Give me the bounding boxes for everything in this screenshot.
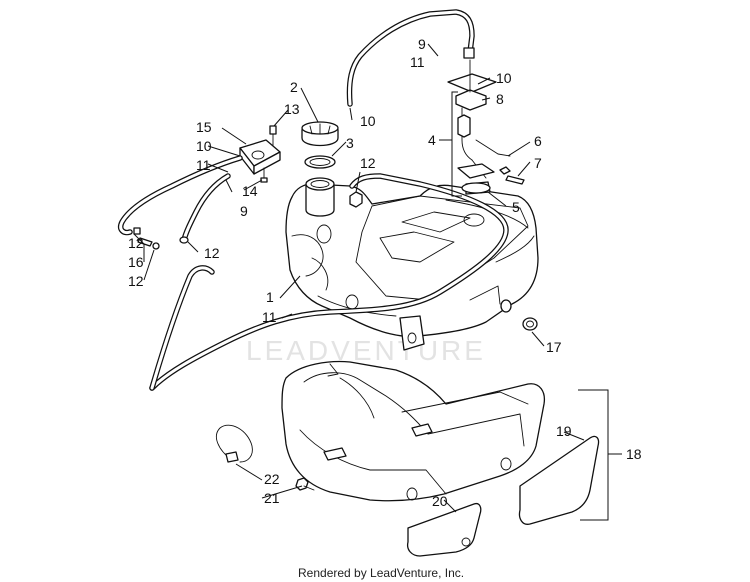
leader-lines	[133, 43, 622, 521]
watermark-text: LEADVENTURE	[246, 335, 486, 366]
callout-10-top: 10	[496, 70, 512, 86]
callout-6: 6	[534, 133, 542, 149]
tank-shield	[281, 360, 546, 502]
callout-11-bottom: 11	[262, 309, 277, 325]
callout-11-left: 11	[196, 157, 211, 173]
callout-17: 17	[546, 339, 562, 355]
callout-12-bottom: 12	[128, 273, 144, 289]
callout-20: 20	[432, 493, 448, 509]
pump-gasket	[461, 182, 491, 194]
callout-15: 15	[196, 119, 212, 135]
callout-5: 5	[512, 199, 520, 215]
callout-12-tank: 12	[360, 155, 376, 171]
callout-9-top: 9	[418, 36, 426, 52]
cap-gasket	[304, 155, 336, 169]
credit-text: Rendered by LeadVenture, Inc.	[298, 566, 464, 580]
callout-18: 18	[626, 446, 642, 462]
callout-3: 3	[346, 135, 354, 151]
callout-22: 22	[264, 471, 280, 487]
callout-8: 8	[496, 91, 504, 107]
rollover-valve-bracket	[117, 125, 281, 244]
callout-12-fitting: 12	[128, 235, 144, 251]
callout-13: 13	[284, 101, 300, 117]
callout-14: 14	[242, 183, 258, 199]
front-pad	[406, 502, 482, 557]
side-pad	[518, 435, 600, 525]
vent-drop-tube	[149, 265, 215, 391]
callout-7: 7	[534, 155, 542, 171]
callout-1: 1	[266, 289, 274, 305]
hose-clamp	[216, 424, 253, 463]
drain-grommet	[522, 317, 538, 331]
callout-10-middle: 10	[360, 113, 376, 129]
fuel-pump-assembly	[346, 9, 525, 195]
fuel-tank	[285, 177, 539, 351]
callout-12-hose-end: 12	[204, 245, 220, 261]
callout-19: 19	[556, 423, 572, 439]
callout-9-left: 9	[240, 203, 248, 219]
callout-4: 4	[428, 132, 436, 148]
tee-fitting	[133, 227, 160, 250]
filler-cap	[301, 121, 339, 147]
callout-21: 21	[264, 490, 280, 506]
callout-11-top: 11	[410, 54, 425, 70]
callout-16: 16	[128, 254, 144, 270]
callout-2: 2	[290, 79, 298, 95]
callout-10-left: 10	[196, 138, 212, 154]
